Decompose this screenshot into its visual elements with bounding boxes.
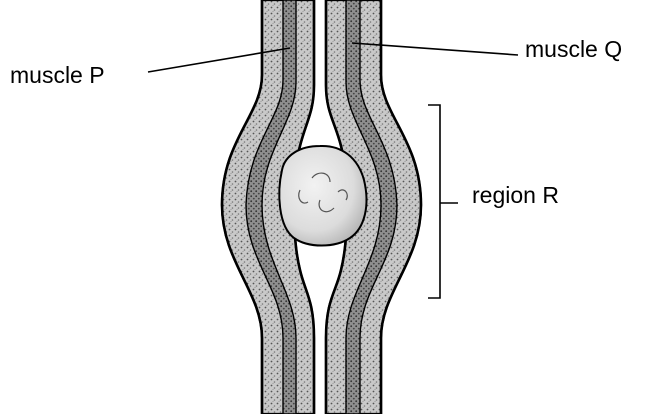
bolus-outline bbox=[279, 146, 366, 246]
food-bolus bbox=[279, 146, 366, 246]
region-r-bracket bbox=[428, 105, 458, 298]
muscle-q-label: muscle Q bbox=[525, 38, 622, 61]
region-r-label: region R bbox=[472, 184, 559, 207]
muscle-p-label: muscle P bbox=[10, 64, 105, 87]
